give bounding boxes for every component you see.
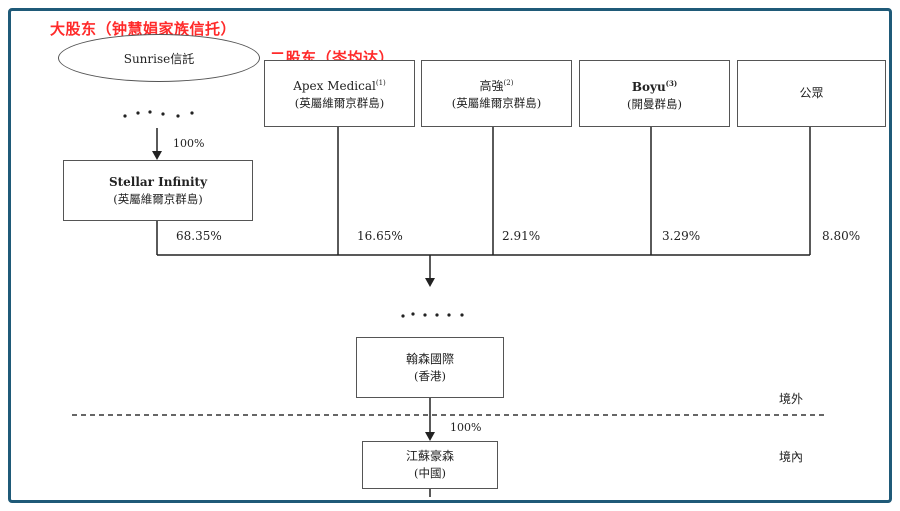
gaoqiang-pct: 2.91% — [502, 229, 541, 243]
hansen-jurisdiction: (香港) — [414, 368, 446, 383]
jiangsu-ownership-pct: 100% — [450, 421, 482, 434]
footnote-marker: (3) — [665, 78, 678, 88]
apex-pct: 16.65% — [357, 229, 403, 243]
dotted-connector-top — [123, 110, 194, 118]
shareholder-jurisdiction: (英屬維爾京群島) — [451, 96, 542, 110]
shareholder-jurisdiction: (英屬維爾京群島) — [294, 96, 385, 110]
footnote-marker: (2) — [503, 79, 514, 87]
shareholder-name: Boyu — [631, 79, 666, 94]
offshore-label: 境外 — [779, 392, 804, 406]
shareholder-box-apex: Apex Medical(1) (英屬維爾京群島) — [264, 60, 415, 127]
shareholder-jurisdiction: (開曼群島) — [627, 96, 682, 111]
hansen-name: 翰森國際 — [405, 351, 454, 366]
sunrise-trust-oval: Sunrise信託 — [58, 34, 260, 82]
shareholder-box-boyu: Boyu(3) (開曼群島) — [579, 60, 730, 127]
shareholder-box-public: 公眾 — [737, 60, 886, 127]
stellar-pct: 68.35% — [176, 229, 222, 243]
jiangsu-jurisdiction: (中國) — [414, 466, 446, 480]
footnote-marker: (1) — [375, 79, 386, 87]
stellar-name: Stellar Infinity — [108, 174, 208, 189]
jiangsu-name: 江蘇豪森 — [405, 449, 454, 463]
shareholder-name: 公眾 — [799, 86, 824, 100]
public-pct: 8.80% — [822, 229, 861, 243]
trust-ownership-pct: 100% — [173, 137, 205, 150]
dotted-connector-middle — [401, 312, 464, 318]
hansen-international-box: 翰森國際 (香港) — [356, 337, 504, 398]
stellar-infinity-box: Stellar Infinity (英屬維爾京群島) — [63, 160, 253, 221]
shareholder-name: 高強 — [479, 79, 504, 93]
shareholder-name: Apex Medical — [293, 79, 376, 93]
stellar-jurisdiction: (英屬維爾京群島) — [113, 191, 203, 206]
major-shareholder-annotation: 大股东（钟慧娟家族信托） — [50, 20, 237, 38]
sunrise-trust-label: Sunrise信託 — [123, 51, 195, 66]
onshore-label: 境內 — [779, 450, 804, 464]
shareholder-box-gaoqiang: 高強(2) (英屬維爾京群島) — [421, 60, 572, 127]
jiangsu-hansoh-box: 江蘇豪森 (中國) — [362, 441, 498, 489]
boyu-pct: 3.29% — [662, 229, 701, 243]
